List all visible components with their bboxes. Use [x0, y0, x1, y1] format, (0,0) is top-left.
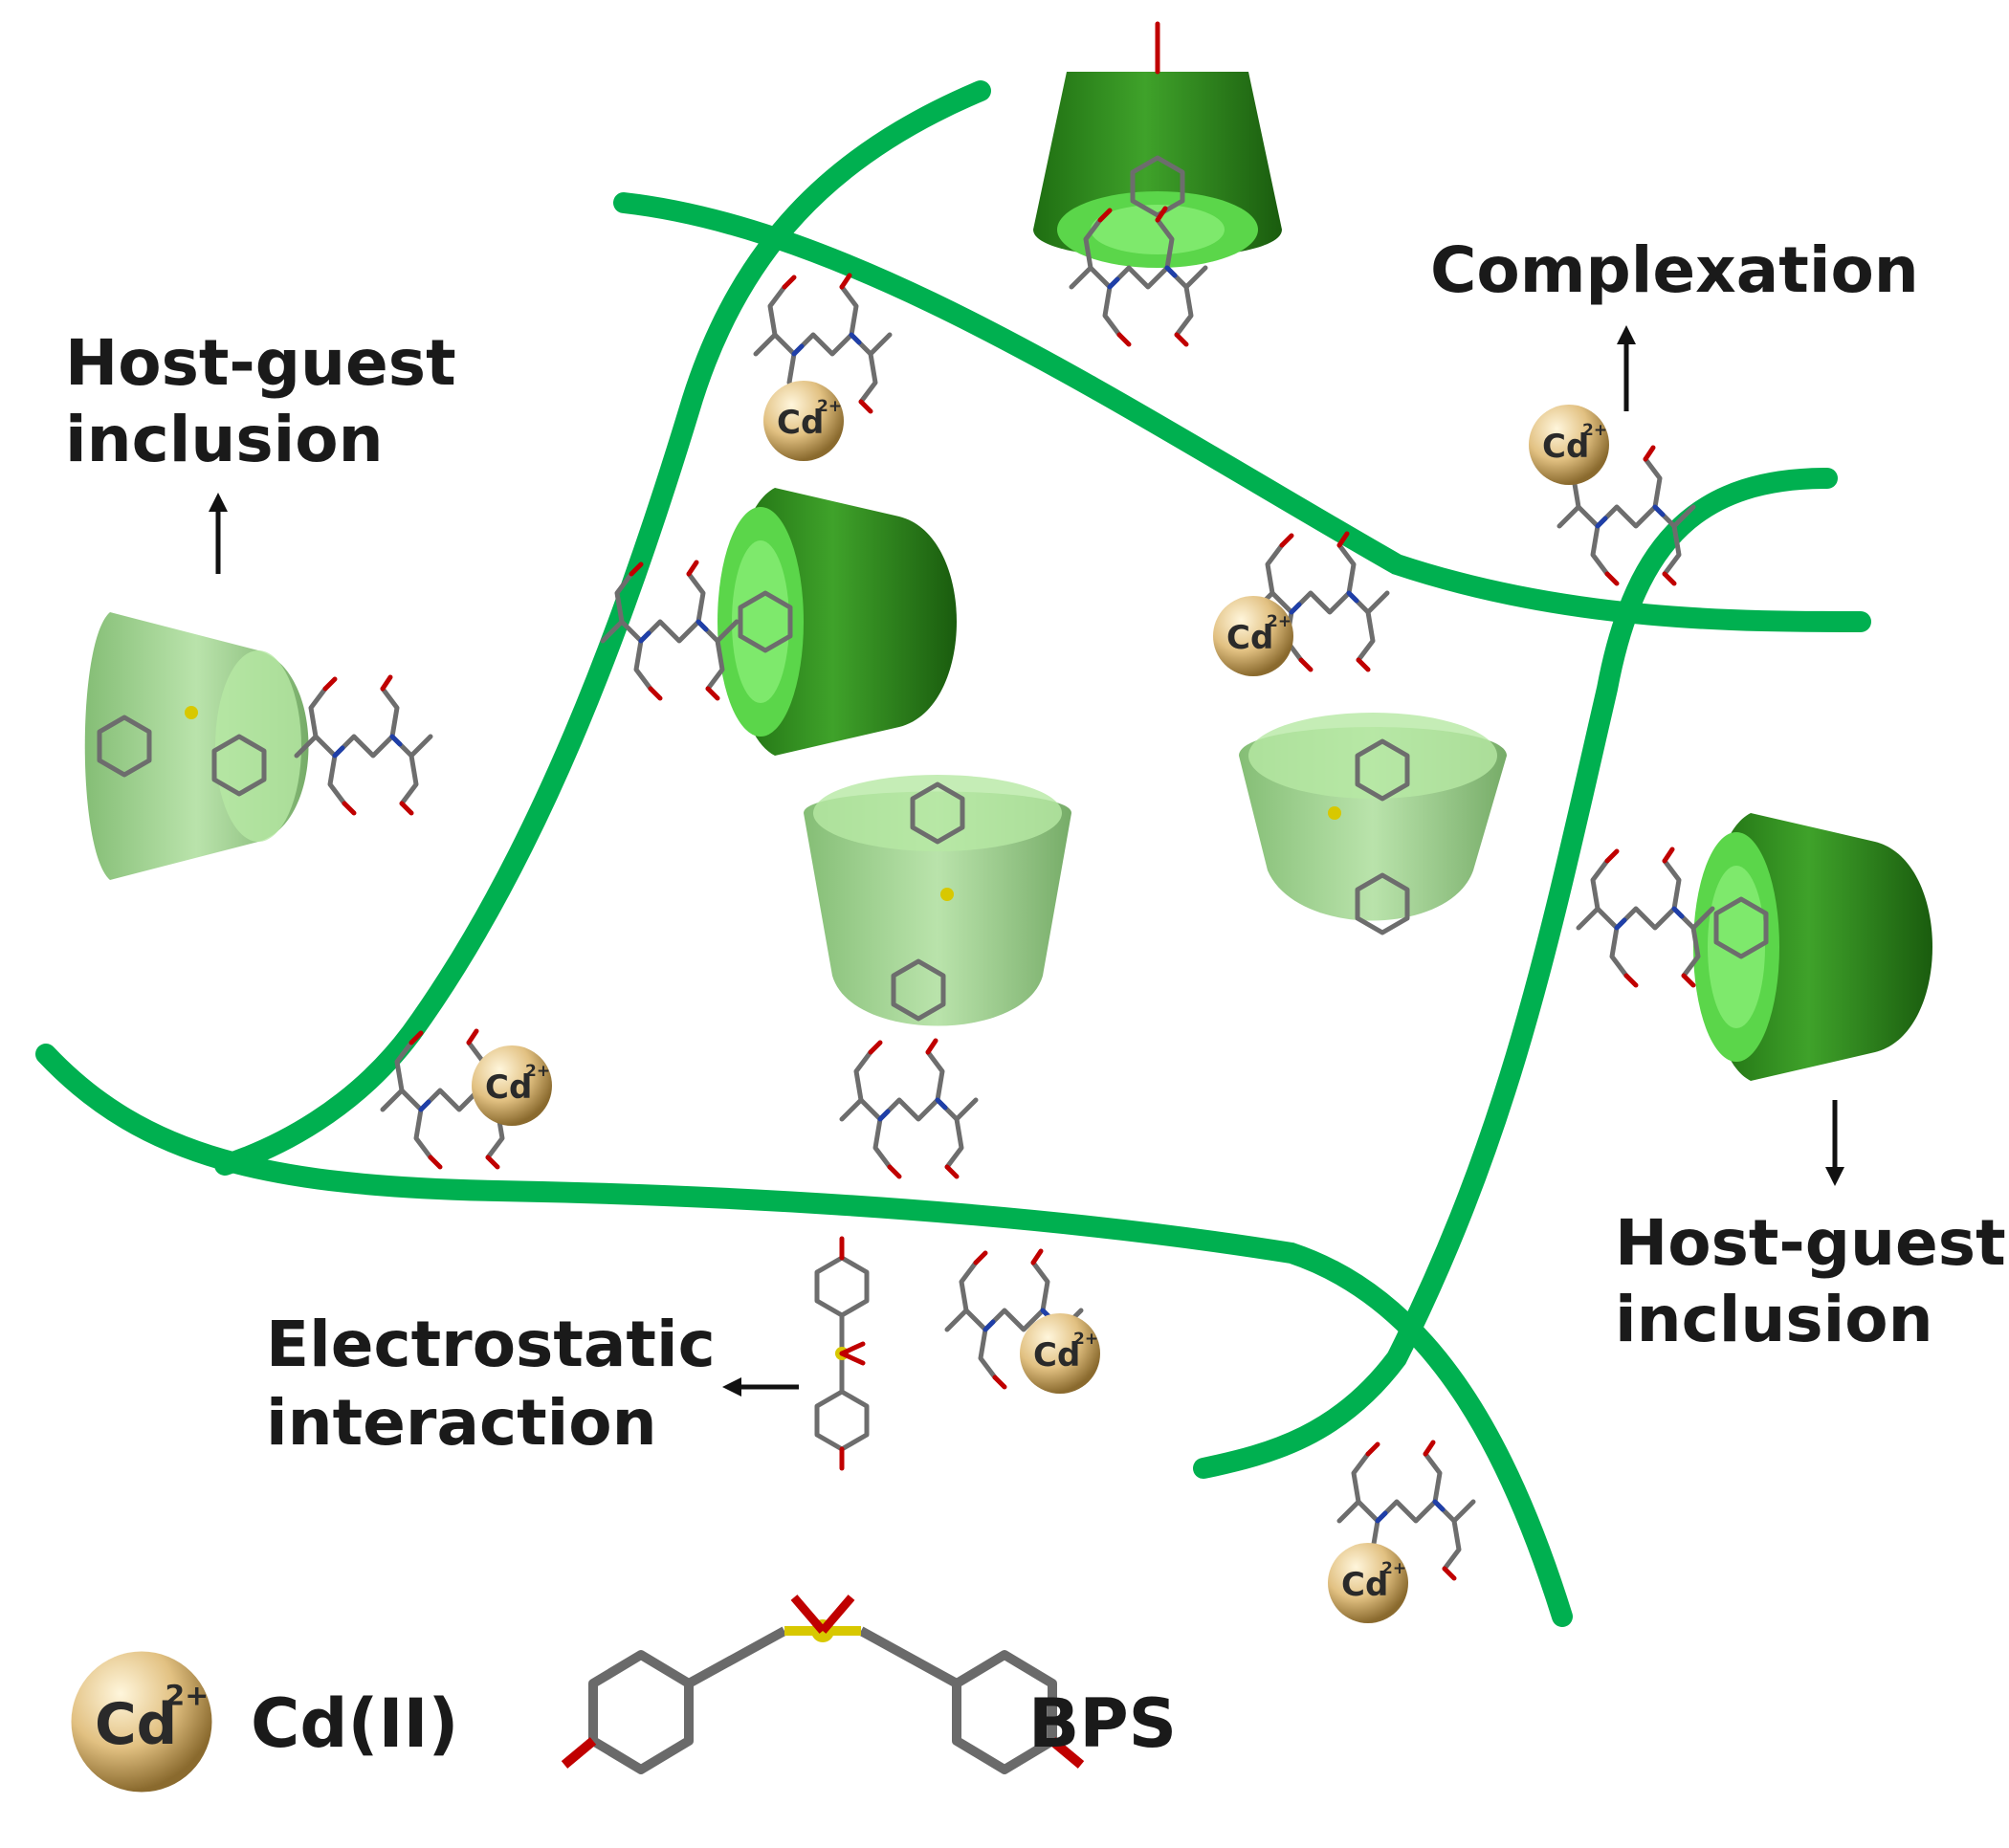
cd-ion	[1529, 405, 1609, 485]
arrow-down-right	[1825, 1100, 1844, 1186]
label-host-guest-left-1: Host-guest	[65, 326, 456, 400]
label-host-guest-right-2: inclusion	[1615, 1283, 1933, 1356]
cd-ion	[472, 1045, 552, 1126]
label-electrostatic-1: Electrostatic	[266, 1308, 716, 1381]
cyclodextrin-center-inclusion	[804, 775, 1071, 1026]
legend-cd-label: Cd(II)	[251, 1684, 459, 1763]
cyclodextrin-right	[1693, 813, 1932, 1081]
cd-ion	[1020, 1313, 1100, 1394]
cyclodextrin-mid-right-inclusion	[1239, 713, 1507, 933]
polymer-chain	[35, 1044, 1573, 1627]
label-host-guest-right-1: Host-guest	[1615, 1206, 2006, 1280]
arrow-up-left	[209, 493, 228, 574]
svg-text:2+: 2+	[166, 1680, 210, 1713]
cyclodextrin-left-inclusion	[84, 612, 309, 880]
legend: Cd 2+ Cd(II) BPS	[71, 1595, 1177, 1793]
cyclodextrin-top	[1033, 21, 1282, 268]
cd-ion	[1213, 596, 1293, 676]
arrow-left-electrostatic	[722, 1377, 799, 1397]
legend-cd-icon: Cd 2+	[71, 1651, 212, 1793]
cd-ion	[763, 381, 844, 461]
ligand	[842, 1041, 976, 1177]
ligand	[297, 677, 430, 813]
cyclodextrin-center-left	[718, 488, 957, 756]
label-complexation: Complexation	[1430, 233, 1919, 307]
legend-bps-label: BPS	[1028, 1684, 1177, 1763]
arrows	[209, 325, 1844, 1397]
legend-bps-molecule	[561, 1595, 1085, 1774]
label-electrostatic-2: interaction	[266, 1386, 657, 1460]
polymer-chain	[613, 192, 1871, 632]
labels: Host-guest inclusion Complexation Host-g…	[65, 233, 2006, 1460]
ligand	[1578, 849, 1712, 985]
polymer-chain	[214, 80, 991, 1176]
cd-ion	[1328, 1543, 1408, 1623]
arrow-up-complexation	[1617, 325, 1636, 411]
bps-free	[817, 1239, 867, 1468]
label-host-guest-left-2: inclusion	[65, 403, 384, 476]
svg-text:Cd: Cd	[95, 1692, 177, 1758]
